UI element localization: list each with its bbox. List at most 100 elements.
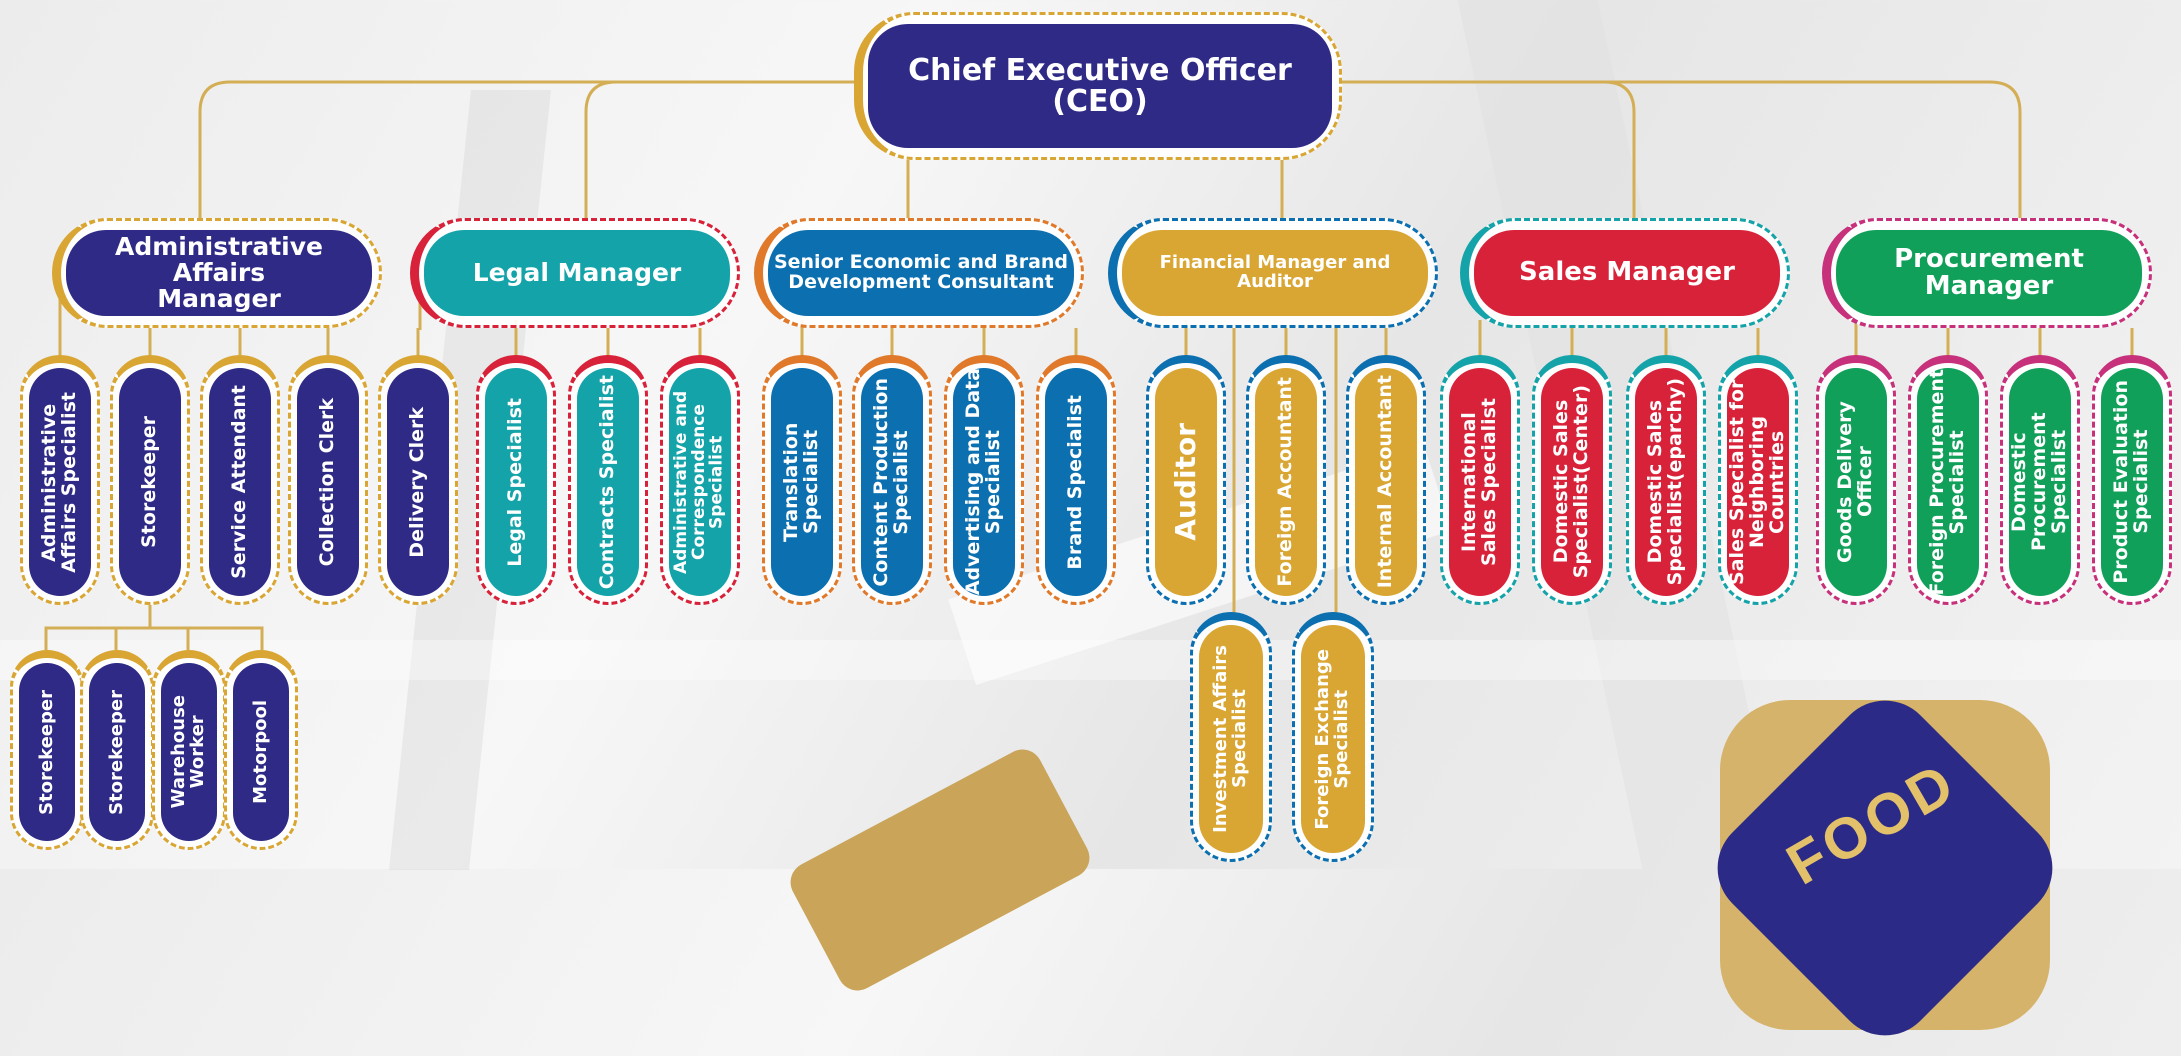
node-pill: Domestic Sales Specialist(Center): [1541, 368, 1603, 596]
node-label: Storekeeper: [105, 689, 127, 815]
position-storekeeper: Storekeeper: [10, 650, 84, 850]
node-pill: Administrative and Correspondence Specia…: [669, 368, 731, 596]
node-pill: Storekeeper: [119, 368, 181, 596]
ceo-node: Chief Executive Officer (CEO): [854, 12, 1342, 160]
position-domestic-sales-specialist-eparchy: Domestic Sales Specialist(eparchy): [1626, 355, 1706, 605]
node-pill: Goods Delivery Officer: [1825, 368, 1887, 596]
connector-line: [1342, 80, 2022, 220]
node-label: Legal Manager: [424, 230, 730, 316]
position-auditor: Auditor: [1146, 355, 1226, 605]
node-pill: Foreign Exchange Specialist: [1301, 625, 1365, 853]
node-label: Domestic Sales Specialist(eparchy): [1644, 378, 1686, 586]
node-label: Procurement Manager: [1836, 230, 2142, 316]
connector-line: [198, 80, 854, 220]
node-pill: Warehouse Worker: [161, 663, 217, 841]
node-label: Advertising and Data Specialist: [962, 368, 1004, 596]
node-pill: Foreign Procurement Specialist: [1917, 368, 1979, 596]
node-pill: Advertising and Data Specialist: [953, 368, 1015, 596]
admin-manager-node: Administrative Affairs Manager: [52, 218, 382, 328]
node-label: Foreign Accountant: [1274, 377, 1297, 587]
node-label: Storekeeper: [138, 416, 161, 548]
connector-line: [44, 626, 264, 650]
node-label: Storekeeper: [35, 689, 57, 815]
node-pill: Domestic Sales Specialist(eparchy): [1635, 368, 1697, 596]
position-storekeeper: Storekeeper: [110, 355, 190, 605]
position-foreign-accountant: Foreign Accountant: [1246, 355, 1326, 605]
node-label: Brand Specialist: [1064, 394, 1087, 570]
position-administrative-affairs-specialist: Administrative Affairs Specialist: [20, 355, 100, 605]
finance-manager-node: Financial Manager and Auditor: [1108, 218, 1438, 328]
node-pill: Domestic Procurement Specialist: [2008, 368, 2071, 596]
position-product-evaluation-specialist: Product Evaluation Specialist: [2092, 355, 2172, 605]
connector-line: [584, 80, 854, 220]
node-label: Delivery Clerk: [406, 406, 429, 558]
position-translation-specialist: Translation Specialist: [762, 355, 842, 605]
node-pill: Delivery Clerk: [387, 368, 449, 596]
position-foreign-exchange-specialist: Foreign Exchange Specialist: [1292, 612, 1374, 862]
position-international-sales-specialist: International Sales Specialist: [1440, 355, 1520, 605]
position-foreign-procurement-specialist: Foreign Procurement Specialist: [1908, 355, 1988, 605]
node-pill: Storekeeper: [89, 663, 145, 841]
position-collection-clerk: Collection Clerk: [288, 355, 368, 605]
node-label: Service Attendant: [228, 385, 251, 579]
node-label: Motorpool: [249, 700, 271, 804]
position-motorpool: Motorpool: [224, 650, 298, 850]
node-pill: Translation Specialist: [771, 368, 833, 596]
position-brand-specialist: Brand Specialist: [1036, 355, 1116, 605]
node-pill: Service Attendant: [209, 368, 271, 596]
node-label: Internal Accountant: [1374, 375, 1397, 589]
position-storekeeper: Storekeeper: [80, 650, 154, 850]
node-label: Sales Specialist for Neighboring Countri…: [1726, 379, 1788, 585]
node-label: Auditor: [1169, 423, 1203, 541]
node-pill: Collection Clerk: [297, 368, 359, 596]
node-pill: Internal Accountant: [1355, 368, 1417, 596]
node-label: Warehouse Worker: [168, 695, 208, 809]
position-warehouse-worker: Warehouse Worker: [152, 650, 226, 850]
node-label: Domestic Sales Specialist(Center): [1550, 385, 1592, 579]
node-pill: Auditor: [1155, 368, 1217, 596]
node-pill: Administrative Affairs Specialist: [29, 368, 91, 596]
position-investment-affairs-specialist: Investment Affairs Specialist: [1190, 612, 1272, 862]
node-pill: Foreign Accountant: [1255, 368, 1317, 596]
position-internal-accountant: Internal Accountant: [1346, 355, 1426, 605]
sales-manager-node: Sales Manager: [1460, 218, 1790, 328]
node-label: Contracts Specialist: [596, 374, 619, 590]
node-label: Translation Specialist: [780, 422, 822, 542]
node-label: Foreign Exchange Specialist: [1312, 648, 1352, 830]
node-pill: Storekeeper: [19, 663, 75, 841]
node-label: Financial Manager and Auditor: [1122, 230, 1428, 316]
position-service-attendant: Service Attendant: [200, 355, 280, 605]
node-label: Content Production Specialist: [870, 377, 912, 587]
node-label: Goods Delivery Officer: [1834, 401, 1876, 563]
position-domestic-procurement-specialist: Domestic Procurement Specialist: [2000, 355, 2080, 605]
node-pill: Contracts Specialist: [577, 368, 639, 596]
position-sales-specialist-for-neighboring-countries: Sales Specialist for Neighboring Countri…: [1718, 355, 1798, 605]
node-pill: Product Evaluation Specialist: [2101, 368, 2163, 596]
node-pill: Legal Specialist: [485, 368, 547, 596]
position-legal-specialist: Legal Specialist: [476, 355, 556, 605]
node-pill: International Sales Specialist: [1449, 368, 1511, 596]
node-label: Chief Executive Officer (CEO): [868, 24, 1332, 148]
node-label: Administrative Affairs Specialist: [38, 391, 80, 573]
background-band: [0, 640, 2181, 680]
node-label: Administrative Affairs Manager: [66, 230, 372, 316]
position-advertising-and-data-specialist: Advertising and Data Specialist: [944, 355, 1024, 605]
node-label: Collection Clerk: [316, 397, 339, 567]
position-administrative-and-correspondence-specialist: Administrative and Correspondence Specia…: [660, 355, 740, 605]
node-label: Investment Affairs Specialist: [1210, 645, 1250, 833]
node-label: Legal Specialist: [504, 397, 527, 567]
position-delivery-clerk: Delivery Clerk: [378, 355, 458, 605]
node-label: Sales Manager: [1474, 230, 1780, 316]
position-domestic-sales-specialist-center: Domestic Sales Specialist(Center): [1532, 355, 1612, 605]
node-pill: Content Production Specialist: [861, 368, 923, 596]
procurement-manager-node: Procurement Manager: [1822, 218, 2152, 328]
node-label: Domestic Procurement Specialist: [2008, 412, 2070, 552]
node-label: Administrative and Correspondence Specia…: [671, 390, 727, 574]
node-label: Foreign Procurement Specialist: [1926, 368, 1968, 596]
position-goods-delivery-officer: Goods Delivery Officer: [1816, 355, 1896, 605]
node-pill: Motorpool: [233, 663, 289, 841]
position-content-production-specialist: Content Production Specialist: [852, 355, 932, 605]
node-label: International Sales Specialist: [1458, 397, 1500, 566]
node-label: Product Evaluation Specialist: [2110, 380, 2152, 584]
legal-manager-node: Legal Manager: [410, 218, 740, 328]
